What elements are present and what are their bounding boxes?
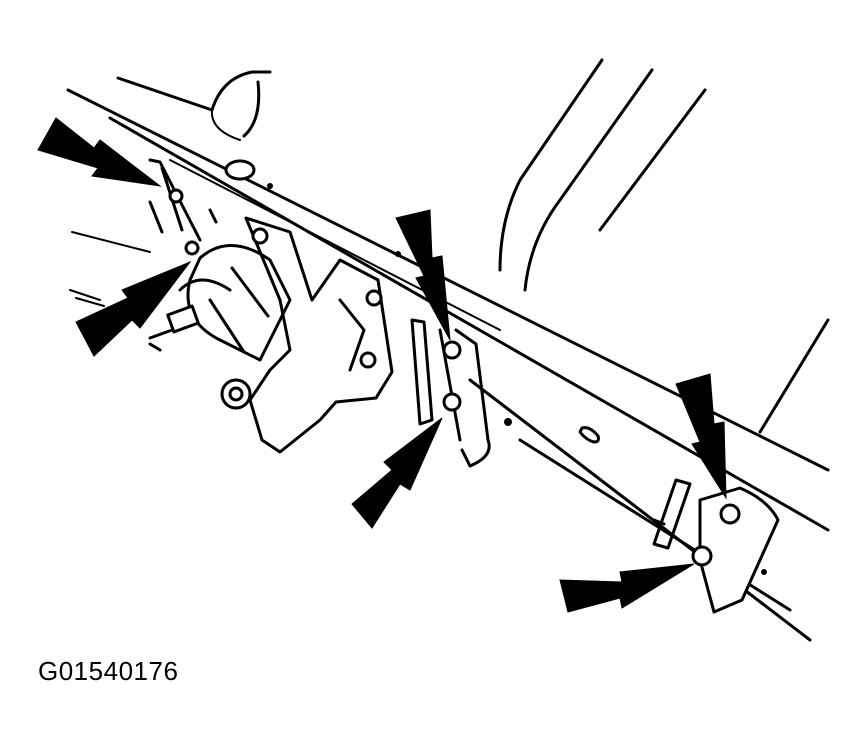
arrow-left-upper (37, 117, 162, 187)
arrow-left-lower (75, 260, 192, 357)
pointer-arrows (37, 117, 727, 613)
right-bracket (652, 478, 780, 614)
arrow-center-upper (395, 209, 451, 341)
figure-id-label: G01540176 (38, 656, 179, 686)
spring-hanger (148, 216, 394, 454)
arrow-right-upper (675, 373, 727, 500)
arrow-right-lower (559, 563, 695, 613)
body-outline (116, 58, 830, 434)
left-bracket (69, 158, 218, 307)
center-bracket (410, 318, 491, 468)
arrow-center-lower (351, 417, 443, 529)
